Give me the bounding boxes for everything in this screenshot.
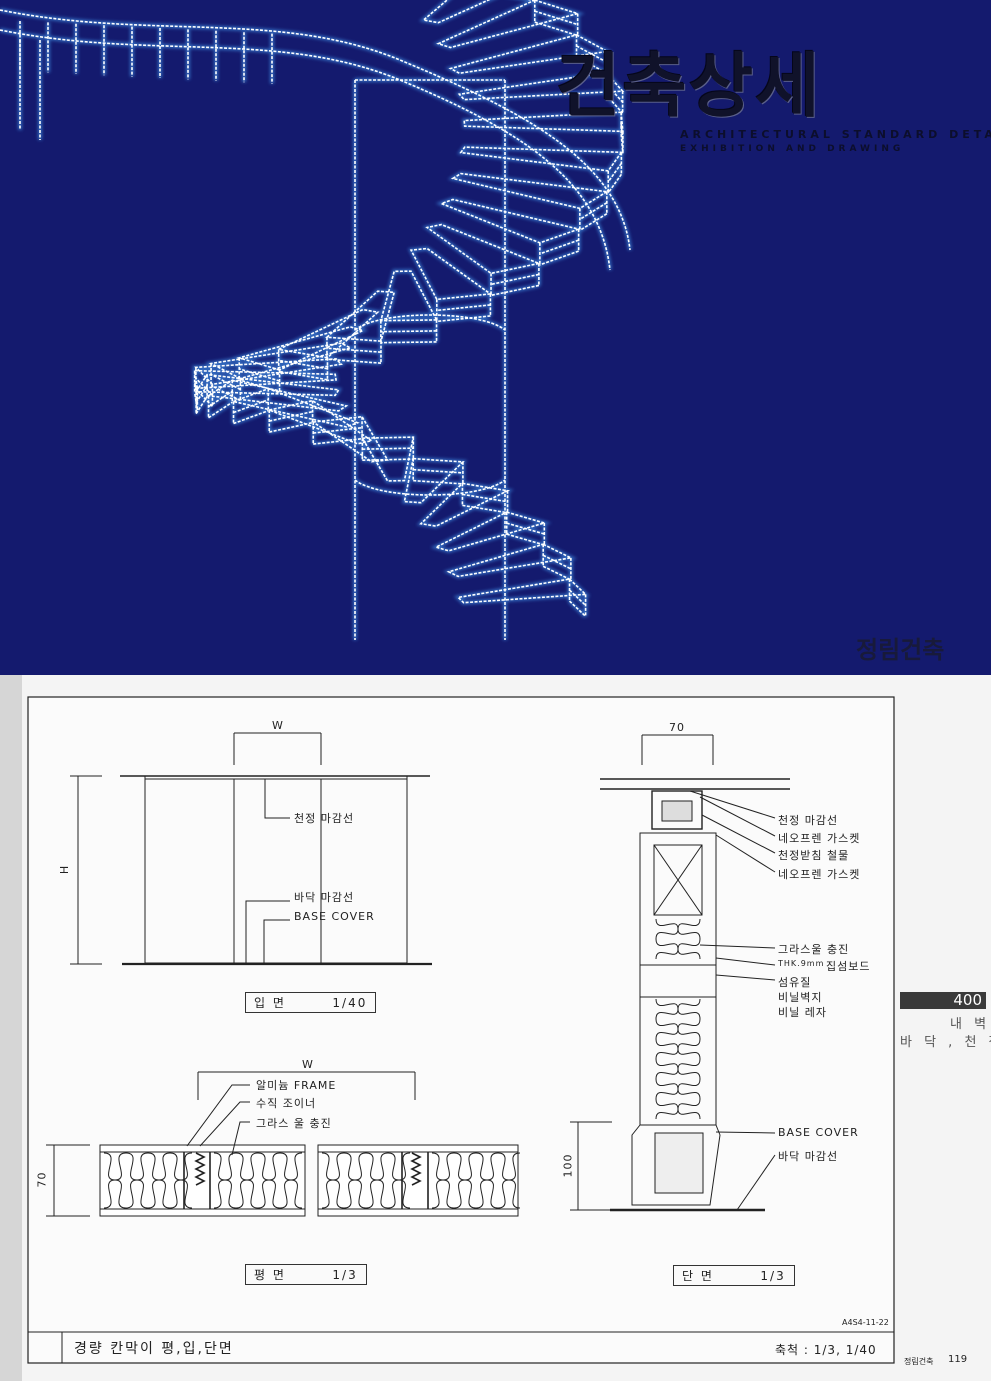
section-callout-thickness: THK.9mm [778,959,825,968]
detail-drawing-sheet: W H 천정 마감선 바닥 마감선 BASE COVER 입 면 1/40 W … [0,675,991,1381]
section-base-dim: 100 [561,1153,575,1178]
plan-depth-dim: 70 [35,1171,49,1188]
plan-caption: 평 면 1/3 [245,1264,367,1285]
cover-title: 건축상세 [556,45,822,127]
elevation-height-dim: H [58,864,72,875]
section-callout-vinyl-leather: 비닐 레자 [778,1006,827,1019]
elevation-ceiling-callout: 천정 마감선 [294,812,355,825]
section-caption-scale: 1/3 [760,1269,786,1283]
category-line-1: 내 벽 [950,1017,991,1032]
wireframe-spiral-stair-illustration [0,0,632,640]
book-cover: 건축상세 ARCHITECTURAL STANDARD DETAIL EXHIB… [0,0,991,675]
plan-width-dim: W [302,1058,314,1071]
plan-view [46,1071,521,1217]
elevation-base-callout: BASE COVER [294,910,375,923]
elevation-caption: 입 면 1/40 [245,992,377,1013]
elevation-width-dim: W [272,719,284,732]
elevation-view [70,732,432,966]
section-callout-floor: 바닥 마감선 [778,1150,839,1163]
plan-joiner-callout: 수직 조이너 [256,1097,317,1110]
section-number-tab: 400 [900,992,986,1009]
section-view [570,734,790,1212]
page-number: 119 [948,1354,968,1365]
section-callout-gasket-2: 네오프렌 가스켓 [778,868,861,881]
category-line-2: 바 닥 , 천 정 [900,1035,991,1050]
section-callout-base-cover: BASE COVER [778,1126,859,1139]
plan-caption-scale: 1/3 [332,1268,358,1282]
section-callout-ceiling-support: 천정받침 철물 [778,849,850,862]
cover-publisher: 정림건축 [856,636,945,664]
page-gutter-shadow [0,675,22,1381]
section-callout-glasswool: 그라스울 충진 [778,943,850,956]
plan-frame-callout: 알미늄 FRAME [256,1079,337,1092]
section-callout-fiber: 섬유질 [778,976,812,989]
scale-label: 축척 : 1/3, 1/40 [775,1343,877,1357]
section-callout-gasket-1: 네오프렌 가스켓 [778,832,861,845]
drawing-code: A4S4-11-22 [842,1318,889,1327]
cover-subtitle: ARCHITECTURAL STANDARD DETAIL [680,128,991,141]
detail-drawing [0,675,895,1381]
sheet-title: 경량 칸막이 평,입,단면 [74,1341,234,1357]
plan-caption-name: 평 면 [254,1268,286,1282]
plan-fill-callout: 그라스 울 충진 [256,1117,332,1130]
drawing-border [27,696,895,1364]
elevation-caption-scale: 1/40 [332,996,368,1010]
section-caption-name: 단 면 [682,1269,714,1283]
elevation-floor-callout: 바닥 마감선 [294,891,355,904]
section-callout-ceiling: 천정 마감선 [778,814,839,827]
section-top-dim: 70 [669,721,685,734]
section-callout-vinyl-wallpaper: 비닐벽지 [778,991,823,1004]
section-caption: 단 면 1/3 [673,1265,795,1286]
section-callout-gypsum: 집섬보드 [826,960,871,973]
elevation-caption-name: 입 면 [254,996,286,1010]
footer-publisher: 정림건축 [904,1357,934,1366]
cover-subtitle-2: EXHIBITION AND DRAWING [680,144,905,154]
